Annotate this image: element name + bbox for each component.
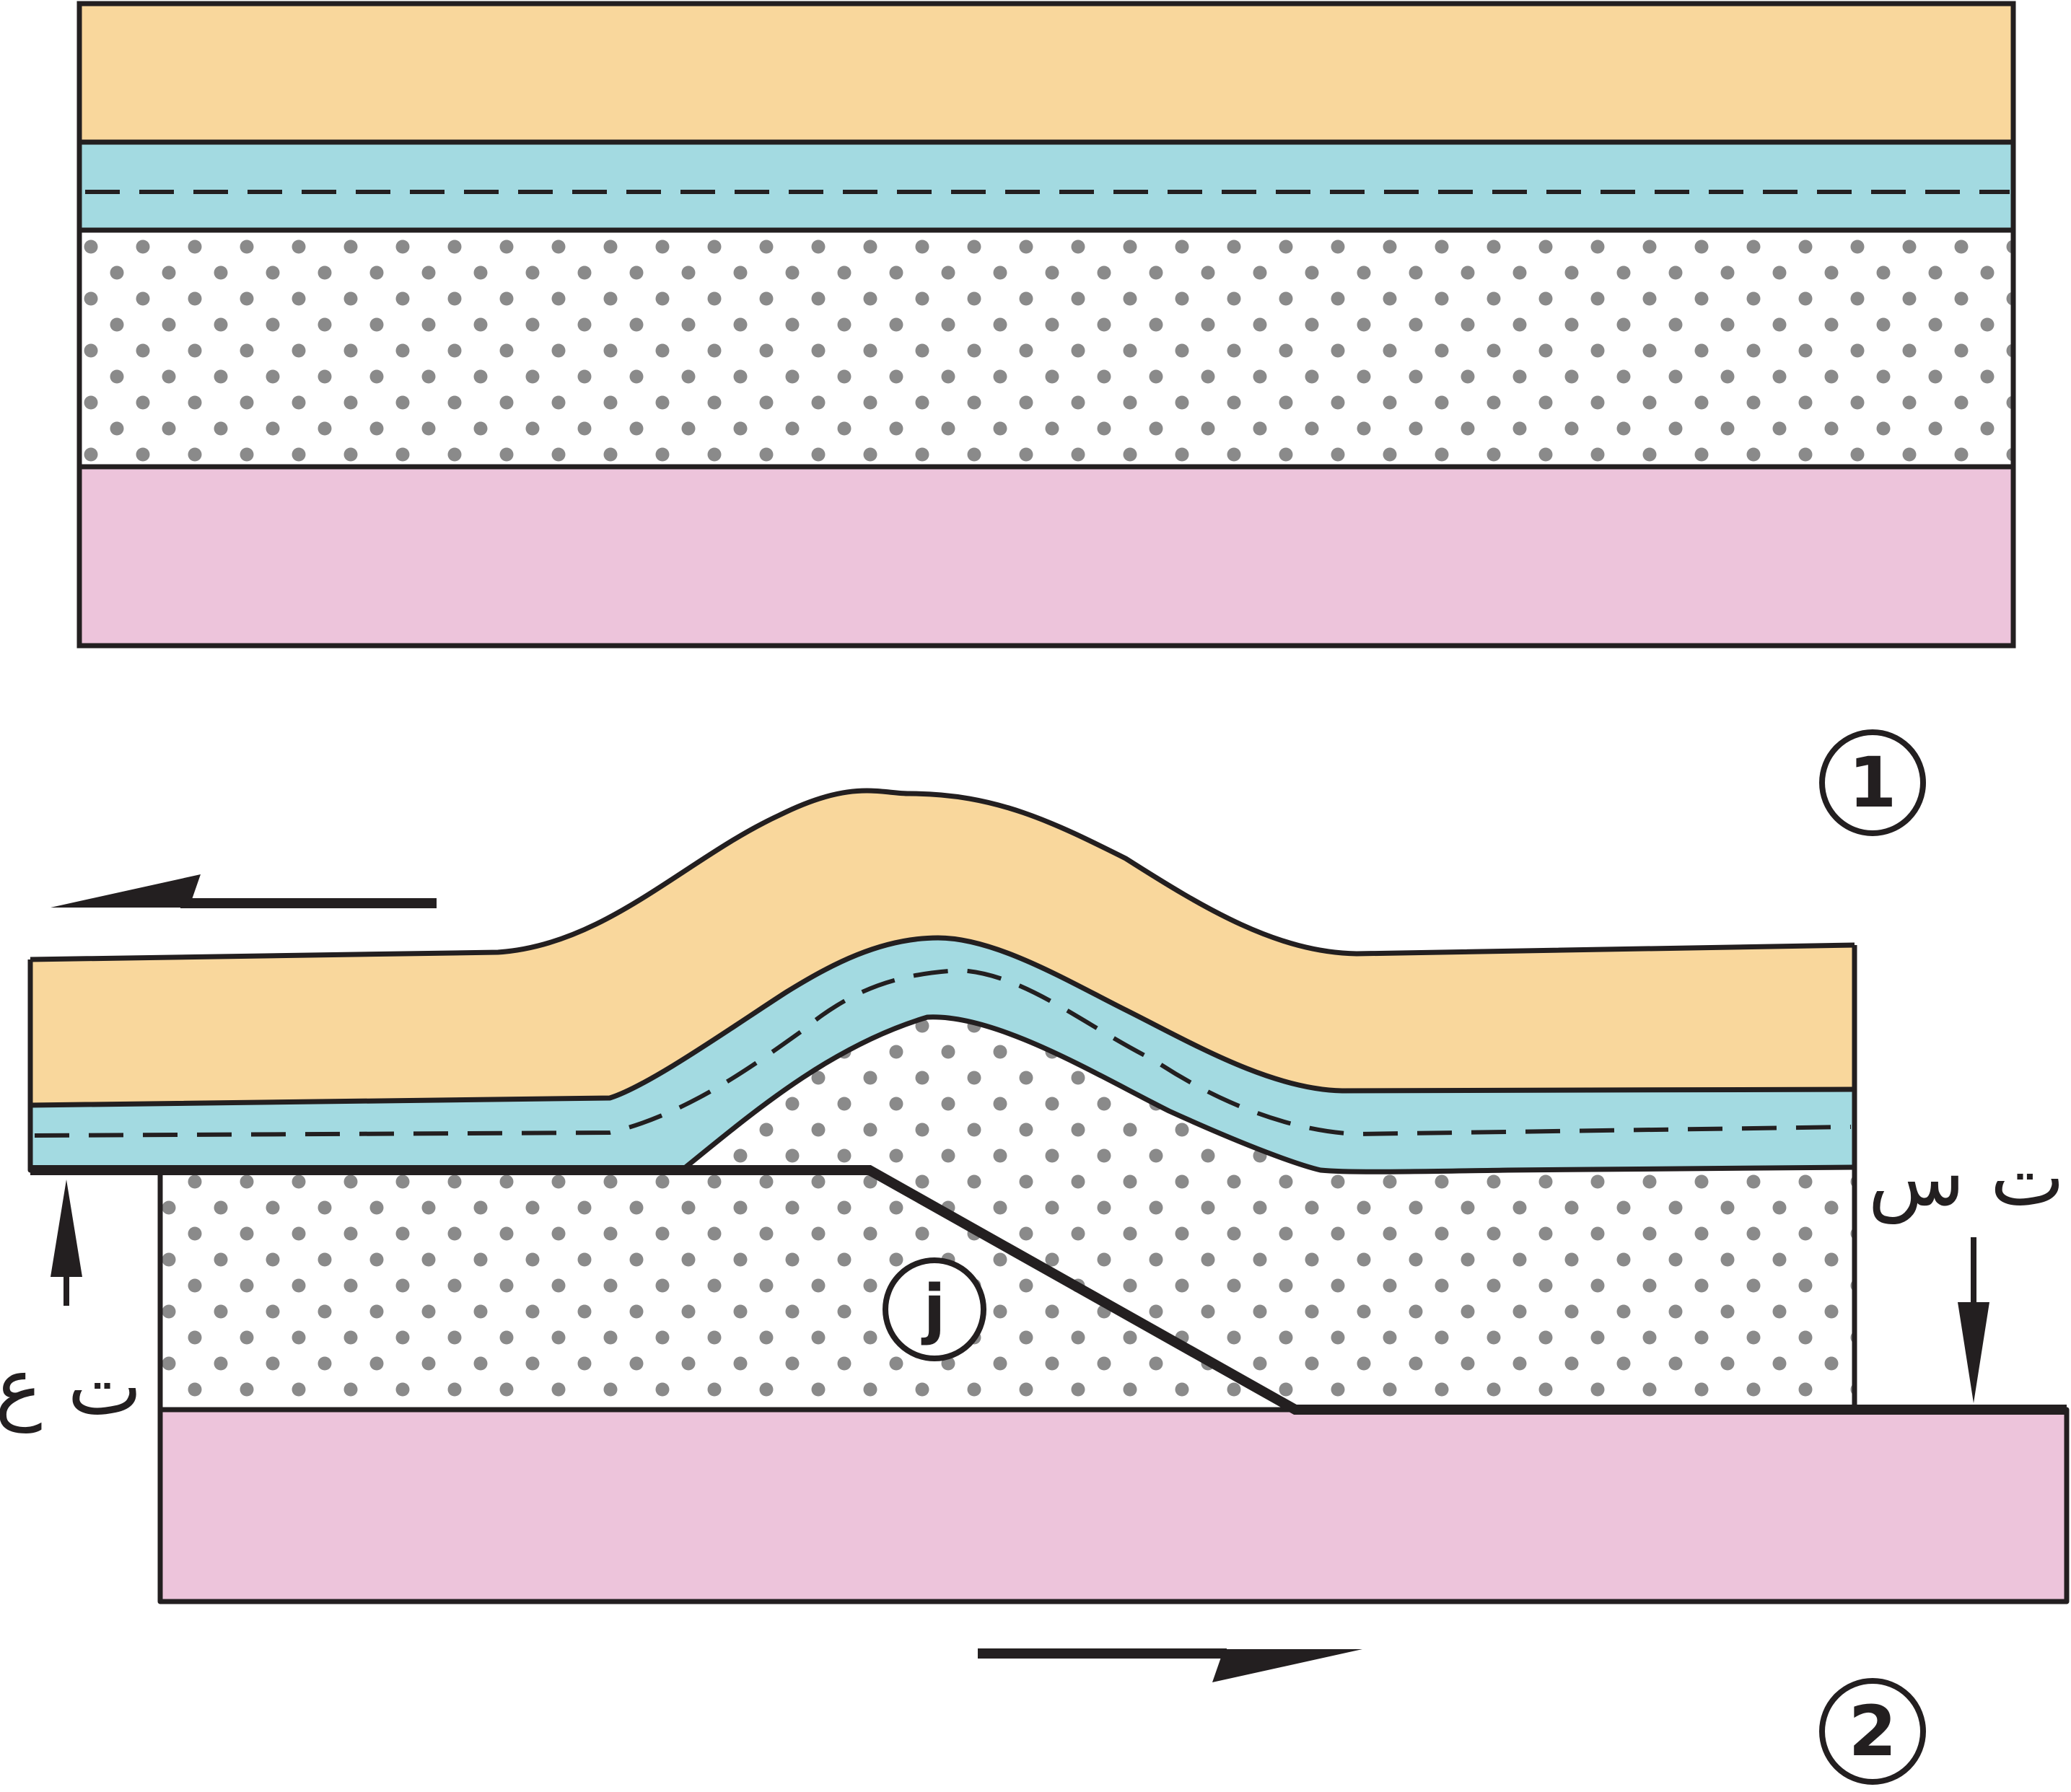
- hanging-wall-label: ت ع: [0, 1340, 142, 1433]
- layer-top-orange: [79, 4, 2013, 142]
- panel-2-number: 2: [1849, 1691, 1897, 1772]
- uplift-arrow: [51, 1180, 82, 1306]
- subsidence-arrow: [1958, 1237, 1989, 1403]
- layer-dotted-pattern: [79, 230, 2013, 467]
- slip-arrow-right: [978, 1649, 1362, 1682]
- slip-arrow-left: [51, 874, 437, 908]
- fault-label: j: [921, 1271, 946, 1347]
- layer-bottom-pink: [79, 467, 2013, 646]
- panel-2-faulted-layers: [30, 791, 2067, 1602]
- panel-1-undeformed-layers: [79, 4, 2013, 646]
- layer-blue-marker: [79, 142, 2013, 230]
- panel-1-number-badge: 1: [1822, 732, 1923, 833]
- fault-label-badge: j: [885, 1260, 984, 1358]
- panel-1-number: 1: [1849, 742, 1897, 823]
- footwall-label: ت س: [1868, 1131, 2065, 1224]
- bottom-pink-layer: [160, 1410, 2067, 1602]
- panel-2-number-badge: 2: [1822, 1681, 1923, 1782]
